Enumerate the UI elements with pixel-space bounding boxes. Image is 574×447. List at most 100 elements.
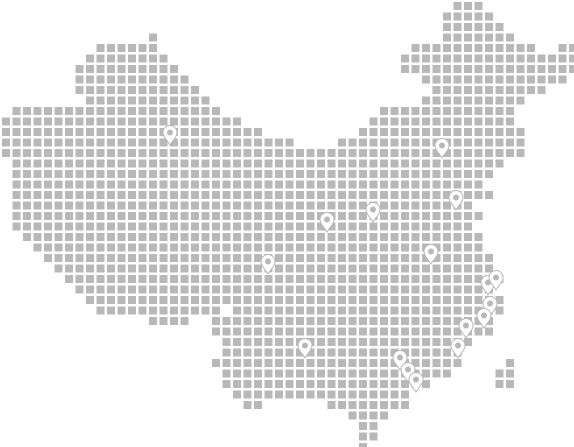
map-dot bbox=[317, 285, 325, 294]
map-dot bbox=[306, 285, 315, 294]
map-dot bbox=[128, 191, 136, 199]
map-dot bbox=[411, 212, 420, 220]
map-dot bbox=[411, 180, 420, 189]
map-dot bbox=[233, 348, 241, 357]
location-pin-icon[interactable] bbox=[488, 270, 504, 291]
map-dot bbox=[306, 222, 315, 231]
map-dot bbox=[401, 401, 409, 409]
map-dot bbox=[485, 33, 493, 42]
map-dot bbox=[327, 348, 336, 357]
map-dot bbox=[390, 380, 399, 388]
map-dot bbox=[275, 317, 283, 325]
map-dot bbox=[369, 275, 378, 283]
map-dot bbox=[422, 128, 430, 136]
map-dot bbox=[401, 285, 409, 294]
map-dot bbox=[96, 75, 105, 84]
map-dot bbox=[453, 12, 462, 21]
map-dot bbox=[180, 212, 189, 220]
map-dot bbox=[212, 285, 220, 294]
location-pin-icon[interactable] bbox=[319, 212, 335, 233]
map-dot bbox=[138, 264, 147, 273]
map-dot bbox=[401, 233, 409, 241]
location-pin-icon[interactable] bbox=[162, 125, 178, 146]
map-dot bbox=[359, 275, 367, 283]
map-dot bbox=[222, 317, 231, 325]
location-pin-icon[interactable] bbox=[408, 372, 424, 393]
map-dot bbox=[474, 117, 483, 126]
map-dot bbox=[306, 380, 315, 388]
map-dot bbox=[506, 138, 514, 147]
map-dot bbox=[474, 75, 483, 84]
map-dot bbox=[401, 264, 409, 273]
map-dot bbox=[159, 317, 168, 325]
location-pin-icon[interactable] bbox=[450, 338, 466, 359]
location-pin-icon[interactable] bbox=[458, 318, 474, 339]
location-pin-icon[interactable] bbox=[448, 190, 464, 211]
location-pin-icon[interactable] bbox=[423, 244, 439, 265]
map-dot bbox=[485, 327, 493, 336]
map-dot bbox=[369, 254, 378, 262]
location-pin-icon[interactable] bbox=[365, 202, 381, 223]
map-dot bbox=[86, 212, 94, 220]
map-dot bbox=[159, 191, 168, 199]
location-pin-icon[interactable] bbox=[297, 338, 313, 359]
map-dot bbox=[401, 380, 409, 388]
map-dot bbox=[285, 180, 294, 189]
map-dot bbox=[464, 233, 472, 241]
map-dot bbox=[222, 348, 231, 357]
location-pin-icon[interactable] bbox=[434, 138, 450, 159]
map-dot bbox=[327, 159, 336, 168]
map-dot bbox=[369, 222, 378, 231]
map-dot bbox=[548, 65, 556, 73]
map-dot bbox=[159, 254, 168, 262]
map-dot bbox=[243, 222, 252, 231]
map-dot bbox=[348, 401, 357, 409]
map-dot bbox=[369, 296, 378, 304]
map-dot bbox=[12, 138, 21, 147]
location-pin-icon[interactable] bbox=[476, 308, 492, 329]
map-dot bbox=[359, 317, 367, 325]
map-dot bbox=[233, 327, 241, 336]
map-dot bbox=[75, 65, 84, 73]
map-dot bbox=[86, 201, 94, 210]
map-dot bbox=[506, 75, 514, 84]
map-dot bbox=[432, 75, 441, 84]
map-dot bbox=[275, 264, 283, 273]
map-dot bbox=[107, 243, 115, 252]
map-dot bbox=[191, 306, 199, 315]
map-dot bbox=[369, 369, 378, 378]
map-dot bbox=[180, 233, 189, 241]
map-dot bbox=[254, 285, 262, 294]
map-dot bbox=[464, 33, 472, 42]
map-dot bbox=[327, 233, 336, 241]
map-dot bbox=[54, 170, 63, 178]
map-dot bbox=[464, 12, 472, 21]
map-dot bbox=[243, 159, 252, 168]
map-dot bbox=[401, 54, 409, 63]
map-dot bbox=[548, 75, 556, 84]
map-dot bbox=[359, 443, 367, 447]
map-dot bbox=[128, 44, 136, 52]
map-dot bbox=[264, 338, 273, 346]
map-dot bbox=[96, 44, 105, 52]
map-dot bbox=[54, 149, 63, 157]
map-dot bbox=[170, 212, 178, 220]
map-dot bbox=[191, 96, 199, 105]
map-dot bbox=[359, 128, 367, 136]
map-dot bbox=[359, 380, 367, 388]
map-dot bbox=[495, 128, 504, 136]
map-dot bbox=[54, 191, 63, 199]
map-dot bbox=[107, 117, 115, 126]
map-dot bbox=[327, 243, 336, 252]
map-dot bbox=[138, 306, 147, 315]
map-dot bbox=[149, 96, 157, 105]
map-dot bbox=[159, 275, 168, 283]
map-dot bbox=[180, 138, 189, 147]
map-dot bbox=[107, 65, 115, 73]
map-dot bbox=[243, 338, 252, 346]
map-dot bbox=[275, 243, 283, 252]
location-pin-icon[interactable] bbox=[260, 254, 276, 275]
map-dot bbox=[243, 359, 252, 367]
map-dot bbox=[369, 422, 378, 430]
map-dot bbox=[86, 54, 94, 63]
